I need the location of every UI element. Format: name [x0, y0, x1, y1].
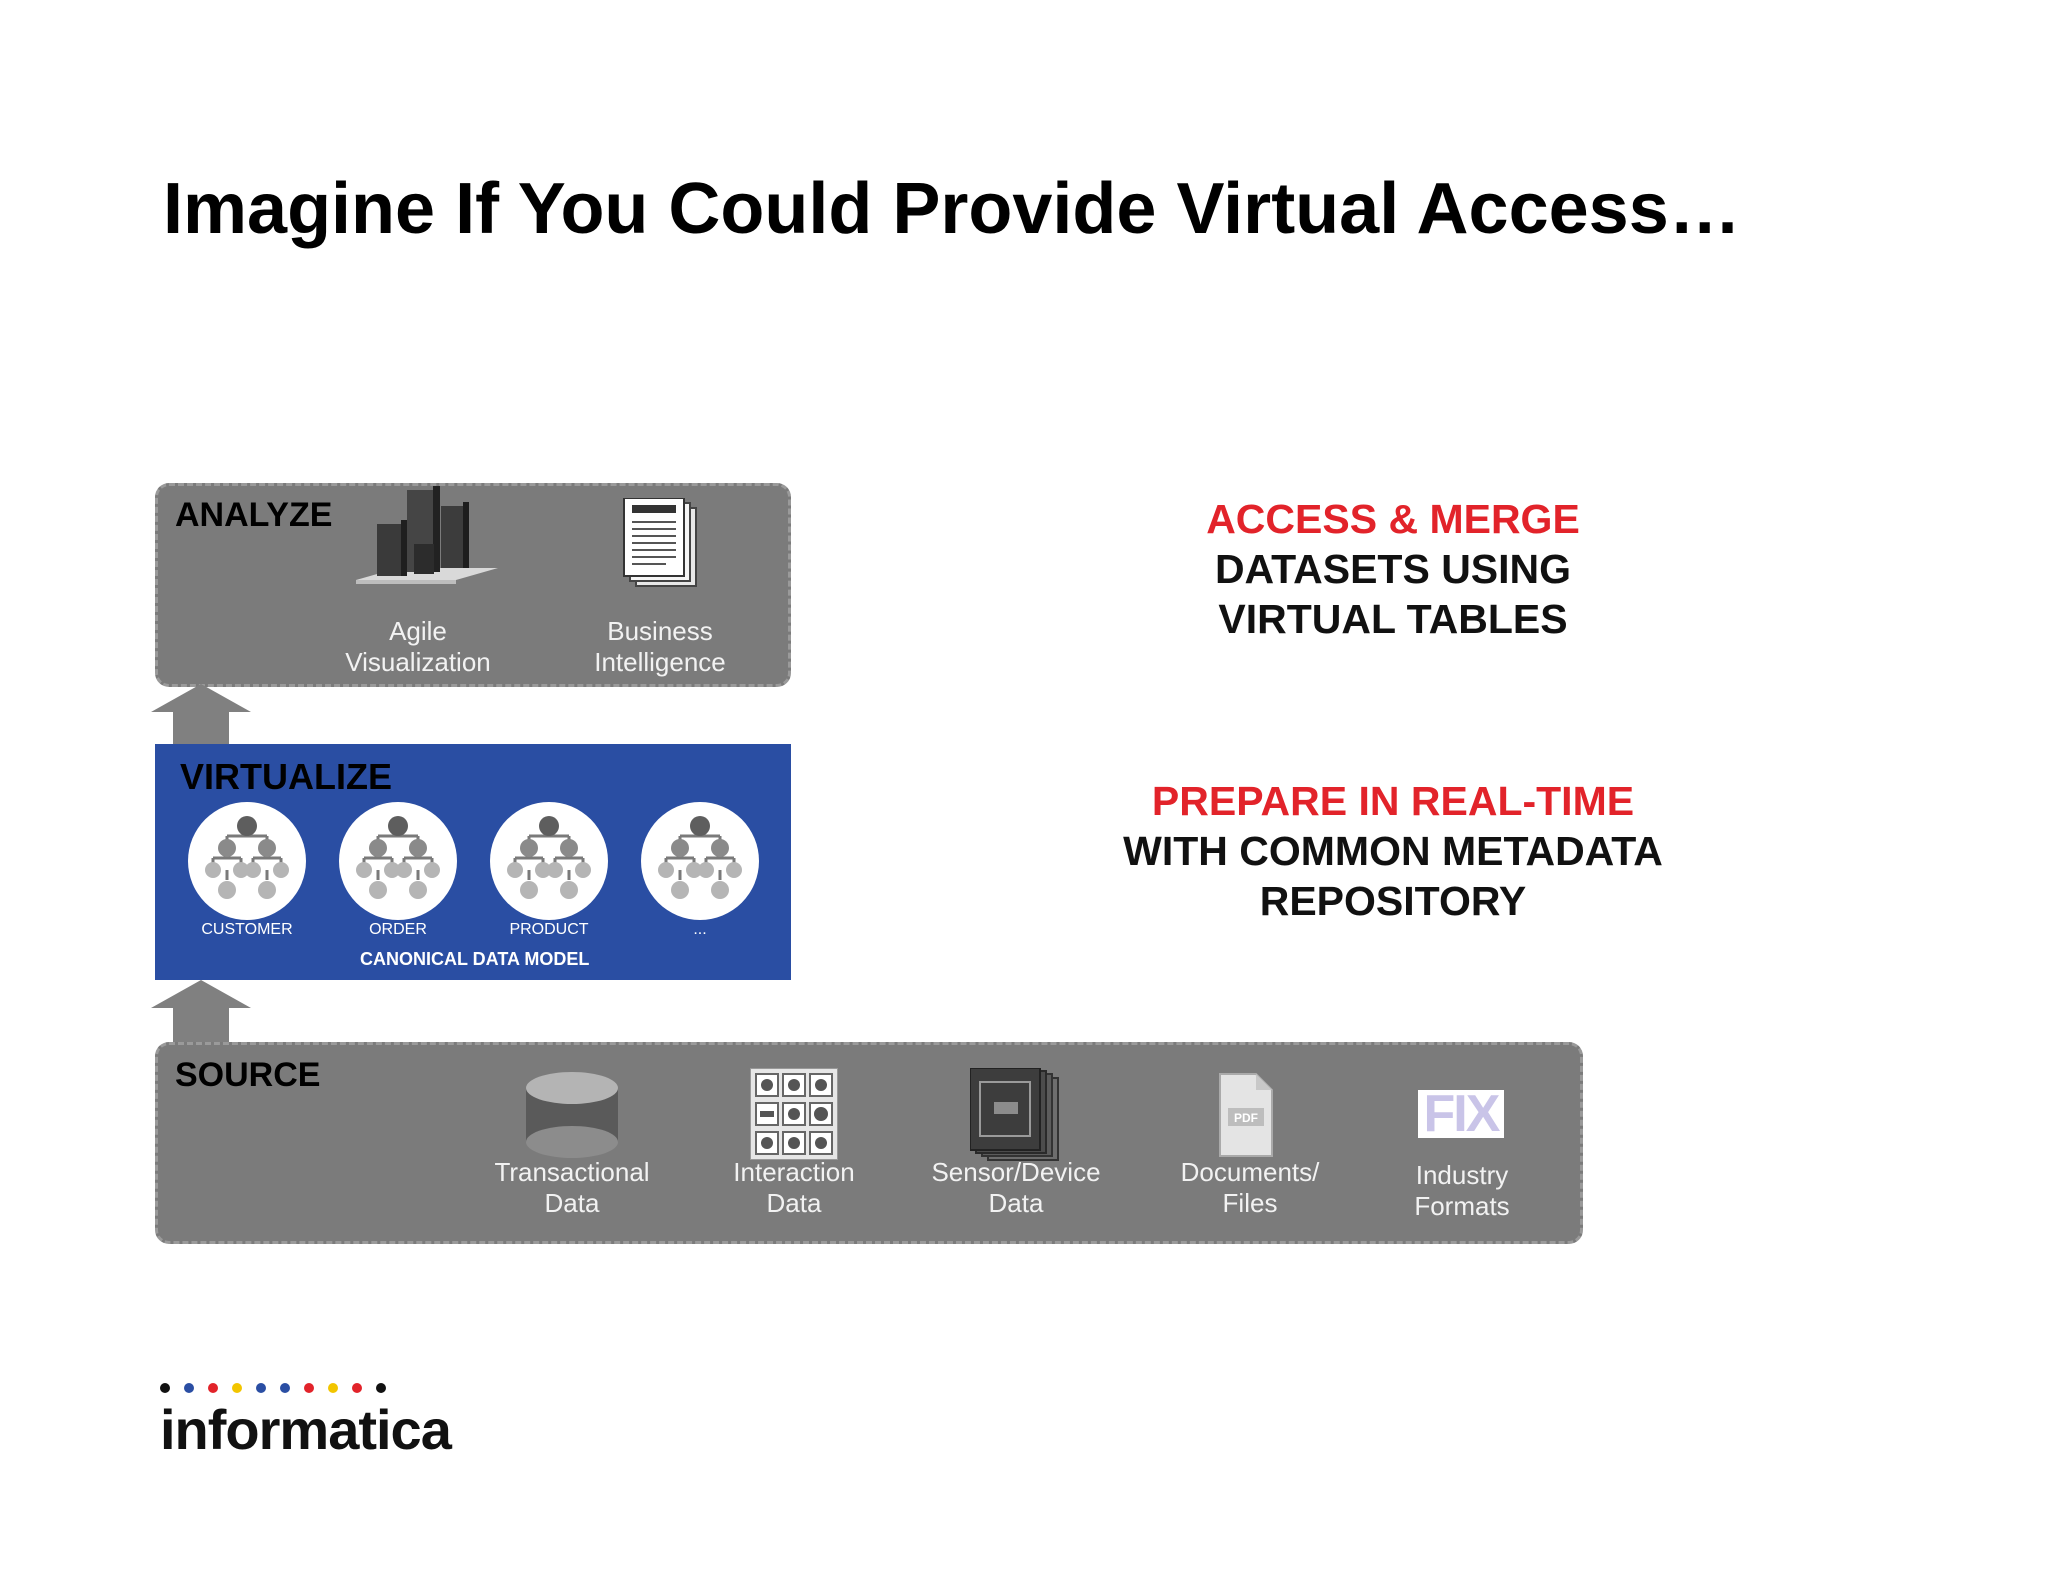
item-label-line2: Data — [766, 1188, 822, 1218]
sensor-device-icon — [969, 1067, 1062, 1169]
logo-dot — [304, 1383, 314, 1393]
hierarchy-icon — [507, 814, 591, 909]
entity-label-order: ORDER — [369, 921, 427, 938]
logo-dot — [280, 1383, 290, 1393]
fix-icon-text: FIX — [1423, 1085, 1501, 1143]
item-label-line2: Visualization — [345, 647, 491, 677]
informatica-logo: informatica — [160, 1383, 460, 1463]
item-label-line1: Transactional — [494, 1157, 650, 1187]
logo-dot — [352, 1383, 362, 1393]
entity-label-more: ... — [693, 921, 707, 938]
pdf-file-icon: PDF — [1218, 1072, 1274, 1163]
item-label-line1: Sensor/Device — [931, 1157, 1101, 1187]
analyze-label: ANALYZE — [175, 496, 333, 534]
item-label-line1: Agile — [389, 616, 447, 646]
virtualize-label: VIRTUALIZE — [180, 756, 392, 797]
side-text-highlight: ACCESS & MERGE — [1206, 496, 1580, 542]
hierarchy-icon — [658, 814, 742, 909]
source-item-documents: Documents/ Files — [1150, 1157, 1350, 1219]
logo-dots — [160, 1383, 460, 1395]
up-arrow-icon — [151, 980, 251, 1042]
item-label-line2: Data — [988, 1188, 1044, 1218]
side-text-access-merge: ACCESS & MERGE DATASETS USING VIRTUAL TA… — [1093, 494, 1693, 644]
item-label-line2: Data — [544, 1188, 600, 1218]
source-item-sensor-device: Sensor/Device Data — [916, 1157, 1116, 1219]
analyze-item-agile-visualization: Agile Visualization — [318, 616, 518, 678]
entity-label-customer: CUSTOMER — [201, 921, 293, 938]
hierarchy-icon — [356, 814, 440, 909]
item-label-line1: Documents/ — [1180, 1157, 1320, 1187]
fix-format-icon: FIX — [1418, 1085, 1504, 1143]
source-item-transactional: Transactional Data — [472, 1157, 672, 1219]
analyze-item-business-intelligence: Business Intelligence — [560, 616, 760, 678]
entity-label-product: PRODUCT — [509, 921, 589, 938]
interaction-grid-icon — [749, 1067, 839, 1165]
source-panel — [155, 1042, 1583, 1244]
logo-wordmark: informatica — [160, 1398, 452, 1461]
side-text-line: WITH COMMON METADATA — [1123, 828, 1663, 874]
source-item-industry-formats: Industry Formats — [1362, 1160, 1562, 1222]
logo-dot — [184, 1383, 194, 1393]
side-text-highlight: PREPARE IN REAL-TIME — [1151, 778, 1635, 824]
source-label: SOURCE — [175, 1056, 321, 1094]
side-text-line: DATASETS USING — [1214, 546, 1572, 592]
source-item-interaction: Interaction Data — [694, 1157, 894, 1219]
logo-dot — [376, 1383, 386, 1393]
side-text-prepare: PREPARE IN REAL-TIME WITH COMMON METADAT… — [1043, 776, 1743, 926]
logo-dot — [256, 1383, 266, 1393]
hierarchy-icon — [205, 814, 289, 909]
side-text-line: VIRTUAL TABLES — [1218, 596, 1568, 642]
logo-dot — [232, 1383, 242, 1393]
report-document-icon — [622, 497, 700, 590]
item-label-line1: Interaction — [733, 1157, 855, 1187]
item-label-line1: Business — [607, 616, 713, 646]
logo-dot — [208, 1383, 218, 1393]
logo-dot — [160, 1383, 170, 1393]
item-label-line2: Formats — [1414, 1191, 1510, 1221]
canonical-data-model-label: CANONICAL DATA MODEL — [360, 949, 590, 969]
database-cylinder-icon — [524, 1070, 620, 1165]
up-arrow-icon — [151, 684, 251, 746]
item-label-line2: Intelligence — [594, 647, 726, 677]
side-text-line: REPOSITORY — [1259, 878, 1527, 924]
bar-chart-3d-icon — [352, 484, 502, 590]
item-label-line1: Industry — [1415, 1160, 1509, 1190]
logo-dot — [328, 1383, 338, 1393]
svg-text:PDF: PDF — [1234, 1111, 1258, 1125]
item-label-line2: Files — [1222, 1188, 1278, 1218]
slide-title: Imagine If You Could Provide Virtual Acc… — [163, 169, 1741, 249]
